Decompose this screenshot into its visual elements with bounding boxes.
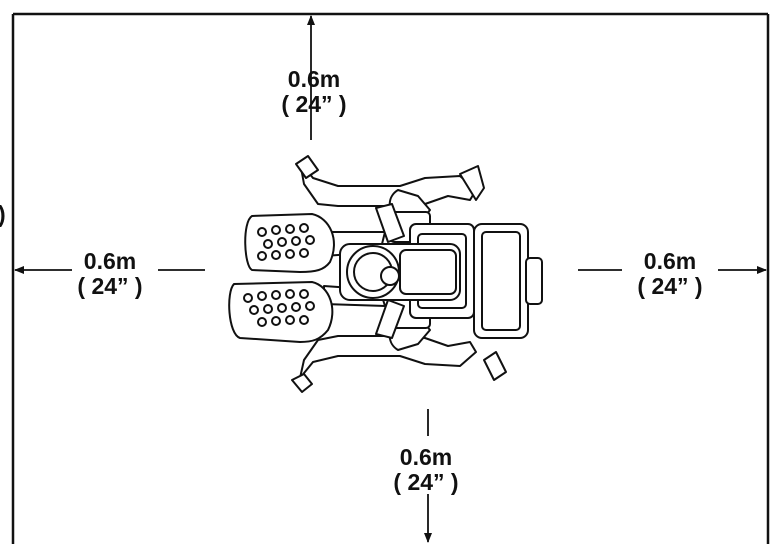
clearance-right-imperial: ( 24” ) [637, 273, 703, 299]
clearance-label-top: 0.6m ( 24” ) [270, 68, 358, 116]
clearance-left-imperial: ( 24” ) [77, 273, 143, 299]
elliptical-trainer-top-view-icon [228, 155, 543, 393]
clearance-label-right: 0.6m ( 24” ) [626, 250, 714, 298]
pedal-grip-pattern [243, 223, 315, 327]
clearance-top-imperial: ( 24” ) [281, 91, 347, 117]
clearance-label-left: 0.6m ( 24” ) [66, 250, 154, 298]
clearance-bottom-metric: 0.6m [399, 444, 453, 470]
dimension-arrows [14, 15, 767, 543]
clearance-label-bottom: 0.6m ( 24” ) [382, 446, 470, 494]
clearance-left-metric: 0.6m [83, 248, 137, 274]
room-boundary [11, 12, 770, 544]
clearance-top-metric: 0.6m [287, 66, 341, 92]
clearance-bottom-imperial: ( 24” ) [393, 469, 459, 495]
clearance-right-metric: 0.6m [643, 248, 697, 274]
edge-glyph: ) [0, 203, 6, 226]
